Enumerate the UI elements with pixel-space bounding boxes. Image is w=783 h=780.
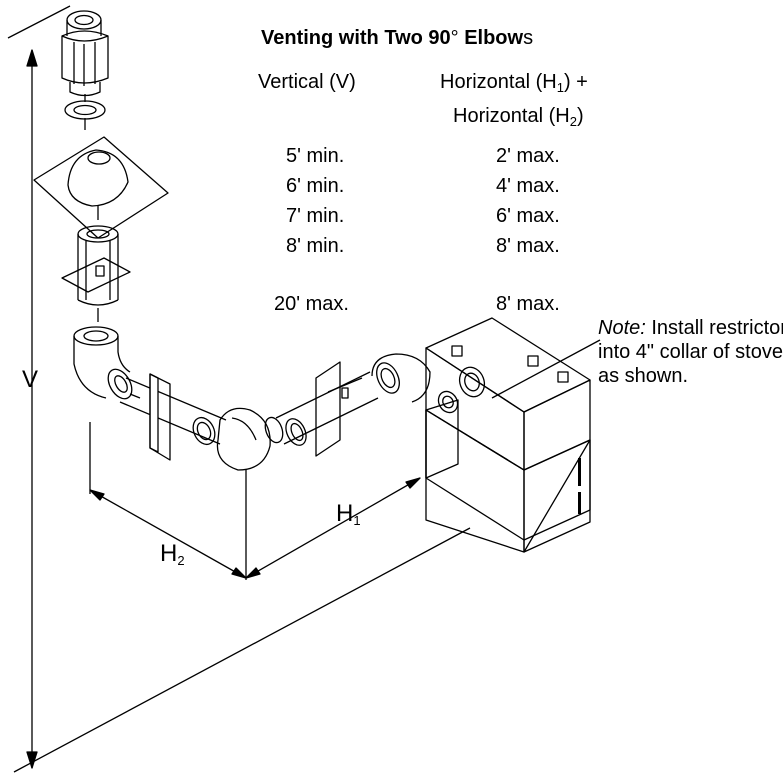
h2-dimension bbox=[89, 422, 247, 579]
row-horizontal: 8' max. bbox=[496, 293, 560, 315]
restrictor bbox=[437, 390, 459, 414]
dimension-label-v: V bbox=[22, 366, 39, 393]
install-note: Note: Install restrictor into 4" collar … bbox=[598, 317, 783, 387]
row-vertical: 5' min. bbox=[286, 145, 345, 167]
row-vertical: 20' max. bbox=[274, 293, 349, 315]
vertical-dimension bbox=[7, 5, 471, 773]
note-leader bbox=[491, 339, 601, 399]
right-elbow bbox=[371, 353, 431, 403]
h1-dimension bbox=[245, 477, 421, 579]
header-vertical: Vertical (V) bbox=[258, 71, 356, 93]
termination-cap bbox=[61, 10, 109, 97]
vertical-pipe bbox=[61, 225, 131, 322]
row-vertical: 7' min. bbox=[286, 205, 345, 227]
row-horizontal: 6' max. bbox=[496, 205, 560, 227]
row-horizontal: 4' max. bbox=[496, 175, 560, 197]
header-horizontal-2: Horizontal (H2) bbox=[453, 105, 584, 129]
row-horizontal: 8' max. bbox=[496, 235, 560, 257]
upper-elbow bbox=[73, 326, 133, 400]
middle-elbow bbox=[216, 407, 284, 580]
dimension-label-h2: H2 bbox=[160, 540, 185, 568]
h2-pipe bbox=[119, 373, 227, 461]
dimension-label-h1: H1 bbox=[336, 500, 361, 528]
stove bbox=[425, 317, 591, 553]
storm-collar bbox=[64, 94, 106, 130]
header-horizontal-1: Horizontal (H1) + bbox=[440, 71, 588, 95]
row-horizontal: 2' max. bbox=[496, 145, 560, 167]
roof-flashing bbox=[33, 136, 169, 239]
row-vertical: 8' min. bbox=[286, 235, 345, 257]
diagram-title: Venting with Two 90° Elbows bbox=[261, 27, 534, 49]
h1-pipe bbox=[275, 361, 379, 457]
row-vertical: 6' min. bbox=[286, 175, 345, 197]
